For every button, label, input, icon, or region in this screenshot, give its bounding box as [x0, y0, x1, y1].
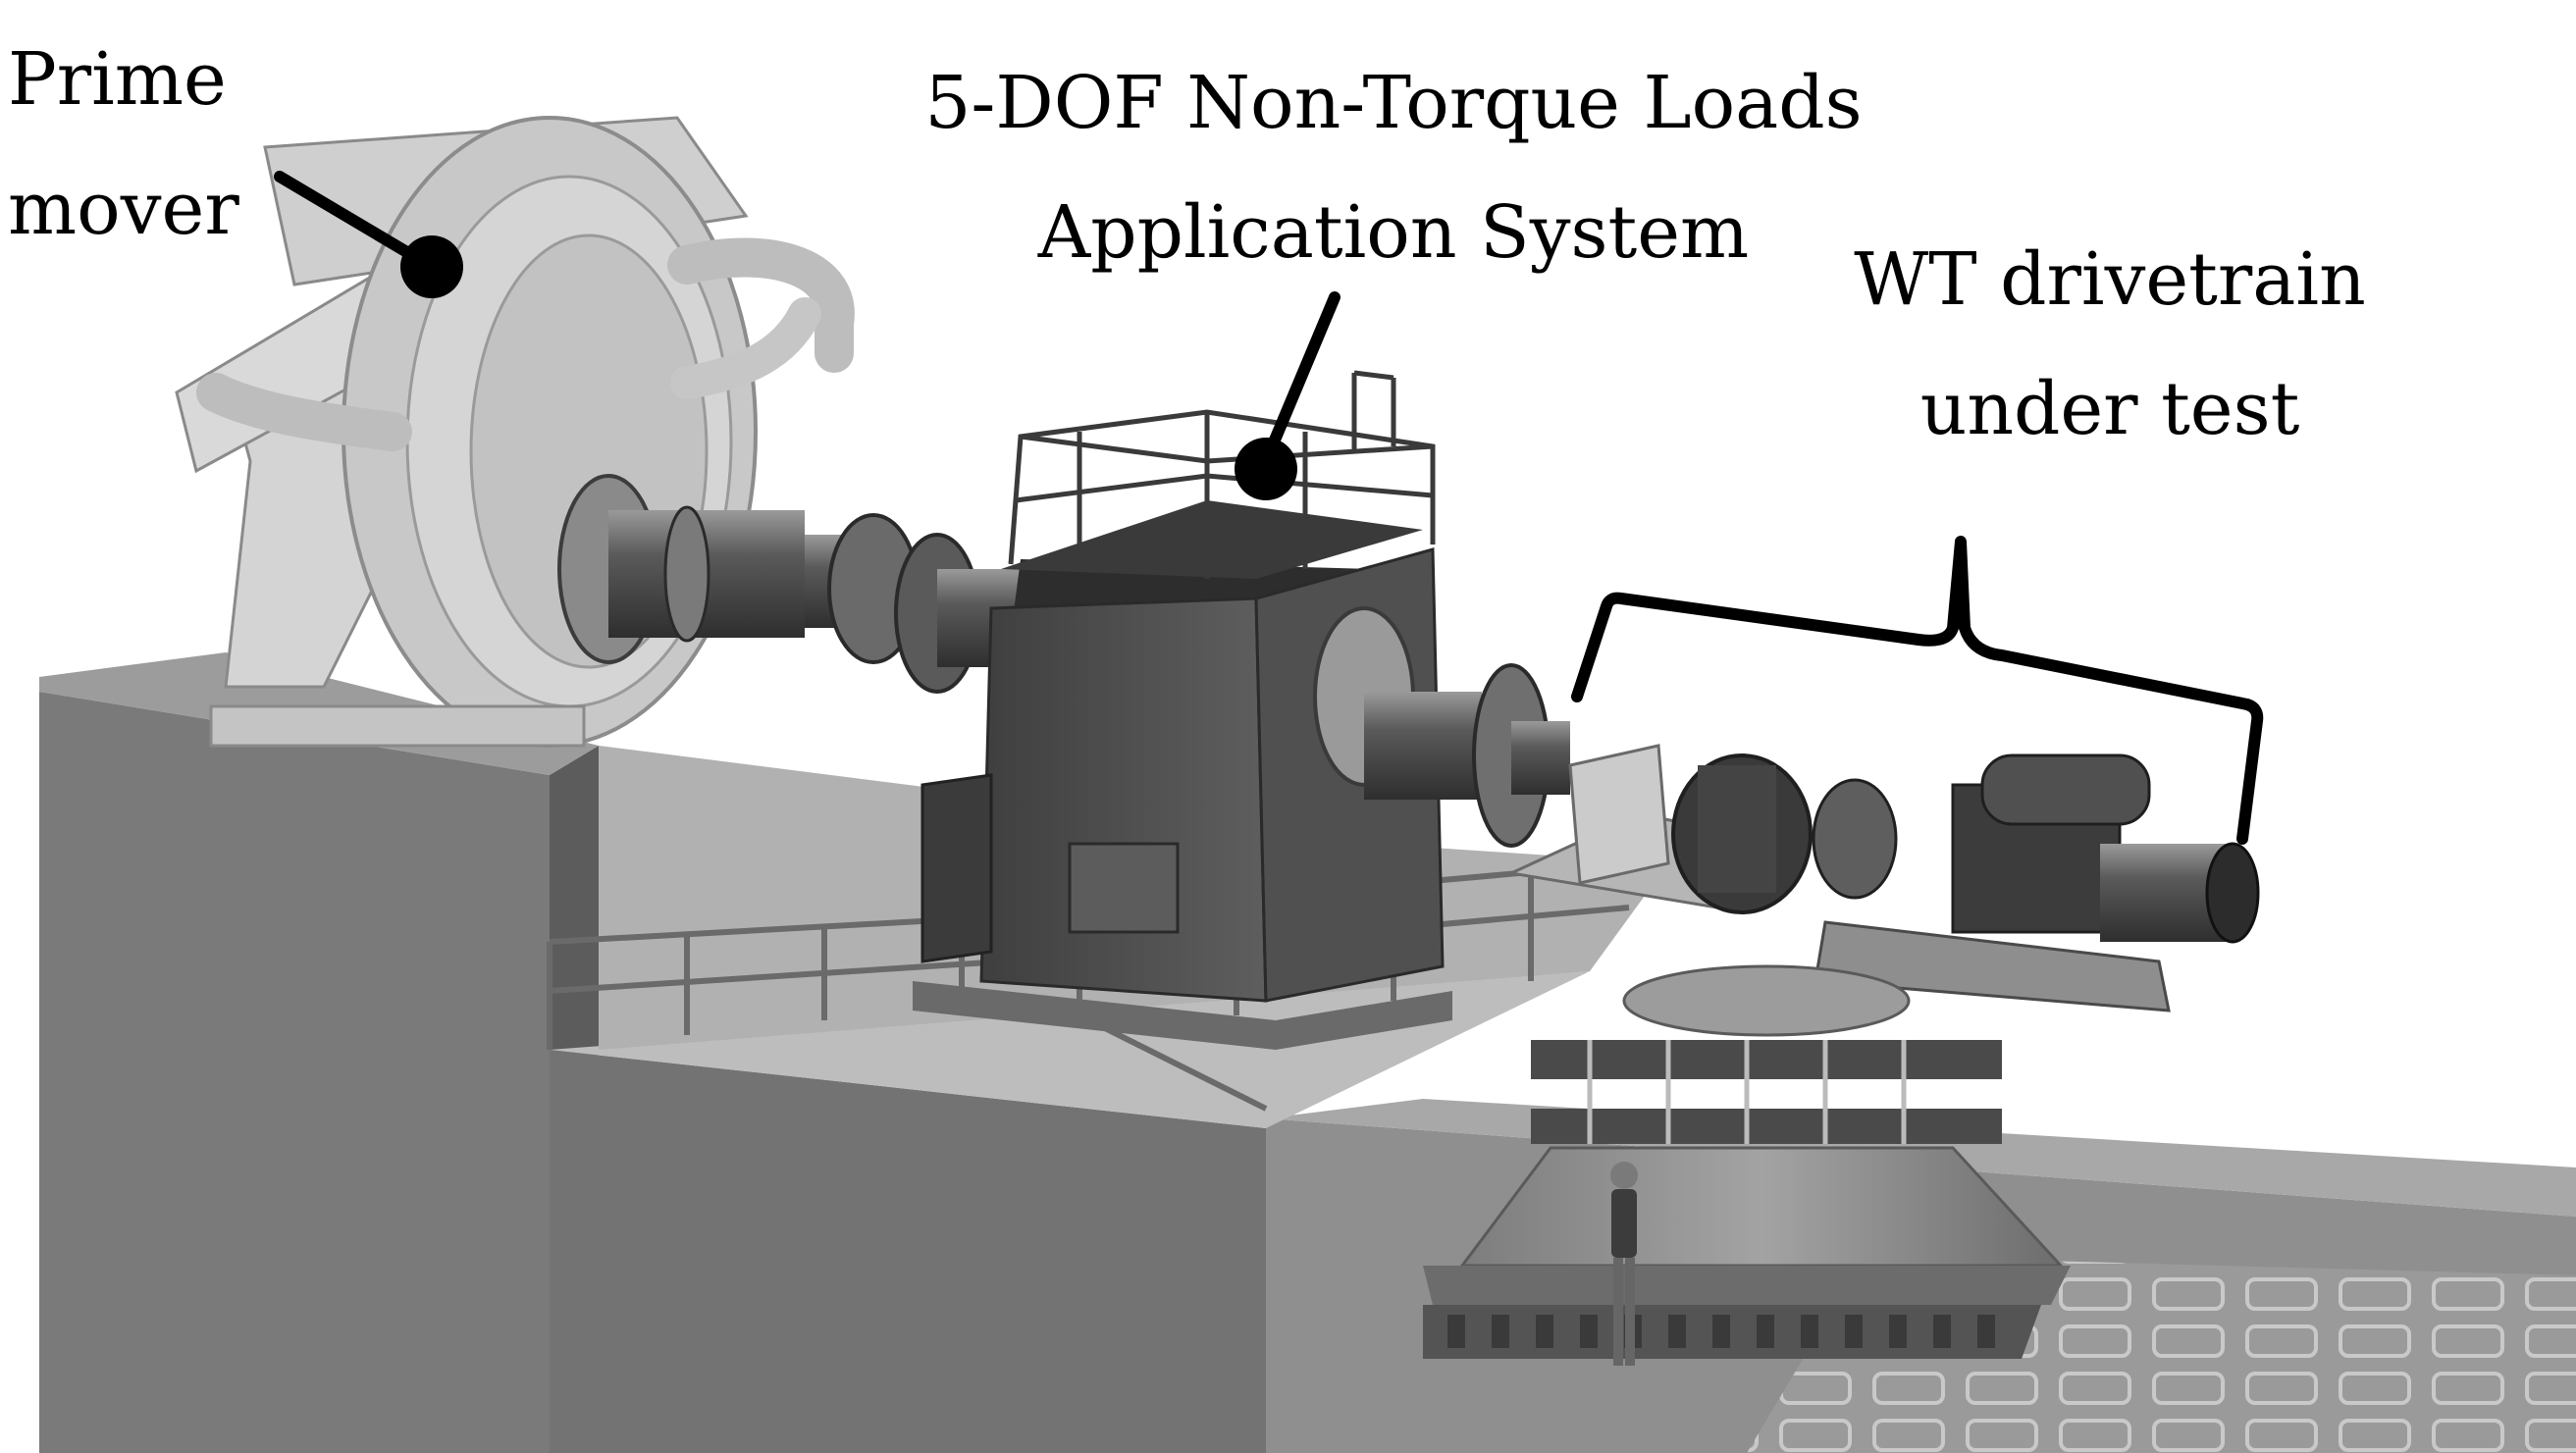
prime-mover-pointer	[274, 171, 463, 298]
prime-mover-label: Prime mover	[8, 43, 239, 245]
ntl-system-label: 5-DOF Non-Torque Loads Application Syste…	[824, 67, 1963, 269]
person-figure	[1610, 1162, 1638, 1366]
drivetrain-label-line2: under test	[1919, 367, 2300, 451]
prime-mover-label-line1: Prime	[8, 37, 227, 122]
low-speed-shaft	[557, 474, 1021, 694]
ntl-system-label-line2: Application System	[1037, 190, 1750, 275]
prime-mover	[175, 116, 855, 748]
drivetrain-brace	[1571, 536, 2264, 845]
wt-drivetrain	[1505, 744, 2260, 1012]
pedestal	[1423, 964, 2071, 1359]
output-shaft	[1364, 663, 1570, 848]
drivetrain-label-line1: WT drivetrain	[1854, 237, 2366, 322]
ntl-system-pointer	[1235, 291, 1341, 500]
drivetrain-label: WT drivetrain under test	[1806, 243, 2414, 445]
prime-mover-label-line2: mover	[8, 167, 239, 251]
ntl-system-label-line1: 5-DOF Non-Torque Loads	[924, 61, 1863, 145]
